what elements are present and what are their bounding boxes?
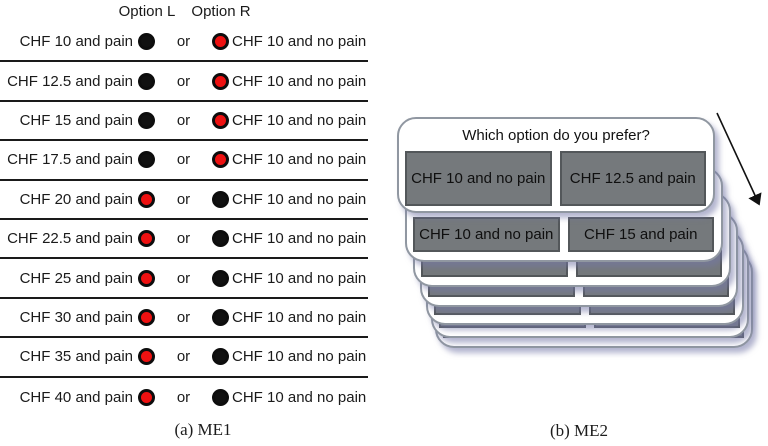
choice-row: CHF 20 and pain or CHF 10 and no pain [0, 181, 368, 220]
option-l-header: Option L [118, 3, 176, 20]
option-left-label: CHF 30 and pain [19, 308, 133, 326]
option-right-label: CHF 10 and no pain [232, 348, 367, 366]
option-left-radio[interactable] [138, 111, 155, 129]
option-right-radio[interactable] [212, 151, 229, 169]
option-right-radio[interactable] [212, 308, 229, 326]
option-left-label: CHF 40 and pain [19, 388, 133, 406]
option-right-button[interactable]: CHF 15 and pain [567, 217, 714, 252]
option-right-radio[interactable] [212, 111, 229, 129]
caption-me1: (a) ME1 [174, 420, 232, 439]
option-right-label: CHF 10 and no pain [232, 190, 367, 208]
or-label: or [176, 151, 191, 169]
choice-row: CHF 17.5 and pain or CHF 10 and no pain [0, 141, 368, 181]
option-left-button[interactable]: CHF 10 and no pain [413, 217, 560, 252]
or-label: or [176, 33, 191, 51]
choice-row: CHF 35 and pain or CHF 10 and no pain [0, 338, 368, 378]
panel-me2: CHF 10 and no pain CHF 15 and pain Which… [390, 95, 768, 385]
option-left-radio[interactable] [138, 269, 155, 287]
option-left-radio[interactable] [138, 308, 155, 326]
option-right-button[interactable]: CHF 12.5 and pain [559, 151, 706, 206]
option-right-radio[interactable] [212, 230, 229, 248]
option-right-radio[interactable] [212, 388, 229, 406]
caption-me2: (b) ME2 [549, 421, 609, 440]
choice-row: CHF 15 and pain or CHF 10 and no pain [0, 102, 368, 142]
option-right-label: CHF 10 and no pain [232, 33, 367, 51]
choice-list: CHF 10 and pain or CHF 10 and no pain CH… [0, 23, 368, 417]
option-left-radio[interactable] [138, 151, 155, 169]
option-left-label: CHF 10 and pain [19, 33, 133, 51]
option-left-label: CHF 25 and pain [19, 269, 133, 287]
option-left-label: CHF 17.5 and pain [7, 151, 133, 169]
question-text: Which option do you prefer? [462, 127, 650, 144]
question-card: Which option do you prefer? CHF 10 and n… [397, 117, 715, 213]
choice-row: CHF 40 and pain or CHF 10 and no pain [0, 378, 368, 417]
or-label: or [176, 388, 191, 406]
column-headers: Option L Option R [0, 3, 392, 23]
option-right-radio[interactable] [212, 269, 229, 287]
option-left-radio[interactable] [138, 72, 155, 90]
panel-me1: Option L Option R CHF 10 and pain or CHF… [0, 3, 392, 417]
or-label: or [176, 308, 191, 326]
or-label: or [176, 72, 191, 90]
option-left-label: CHF 12.5 and pain [7, 72, 133, 90]
or-label: or [176, 111, 191, 129]
choice-row: CHF 12.5 and pain or CHF 10 and no pain [0, 62, 368, 102]
choice-row: CHF 30 and pain or CHF 10 and no pain [0, 299, 368, 339]
or-label: or [176, 348, 191, 366]
choice-row: CHF 22.5 and pain or CHF 10 and no pain [0, 220, 368, 260]
option-left-label: CHF 20 and pain [19, 190, 133, 208]
or-label: or [176, 269, 191, 287]
or-label: or [176, 230, 191, 248]
option-right-label: CHF 10 and no pain [232, 388, 367, 406]
option-left-label: CHF 35 and pain [19, 348, 133, 366]
option-left-label: CHF 22.5 and pain [7, 230, 133, 248]
choice-row: CHF 25 and pain or CHF 10 and no pain [0, 259, 368, 299]
option-left-label: CHF 15 and pain [19, 111, 133, 129]
option-right-label: CHF 10 and no pain [232, 230, 367, 248]
option-right-label: CHF 10 and no pain [232, 111, 367, 129]
option-right-radio[interactable] [212, 72, 229, 90]
option-left-radio[interactable] [138, 230, 155, 248]
or-label: or [176, 190, 191, 208]
option-left-radio[interactable] [138, 190, 155, 208]
option-right-radio[interactable] [212, 348, 229, 366]
option-left-radio[interactable] [138, 348, 155, 366]
choice-row: CHF 10 and pain or CHF 10 and no pain [0, 23, 368, 63]
option-right-radio[interactable] [212, 190, 229, 208]
option-right-label: CHF 10 and no pain [232, 151, 367, 169]
option-left-radio[interactable] [138, 388, 155, 406]
option-right-radio[interactable] [212, 33, 229, 51]
option-right-label: CHF 10 and no pain [232, 308, 367, 326]
option-left-button[interactable]: CHF 10 and no pain [405, 151, 552, 206]
option-right-label: CHF 10 and no pain [232, 72, 367, 90]
option-right-label: CHF 10 and no pain [232, 269, 367, 287]
option-left-radio[interactable] [138, 33, 155, 51]
option-r-header: Option R [191, 3, 251, 20]
